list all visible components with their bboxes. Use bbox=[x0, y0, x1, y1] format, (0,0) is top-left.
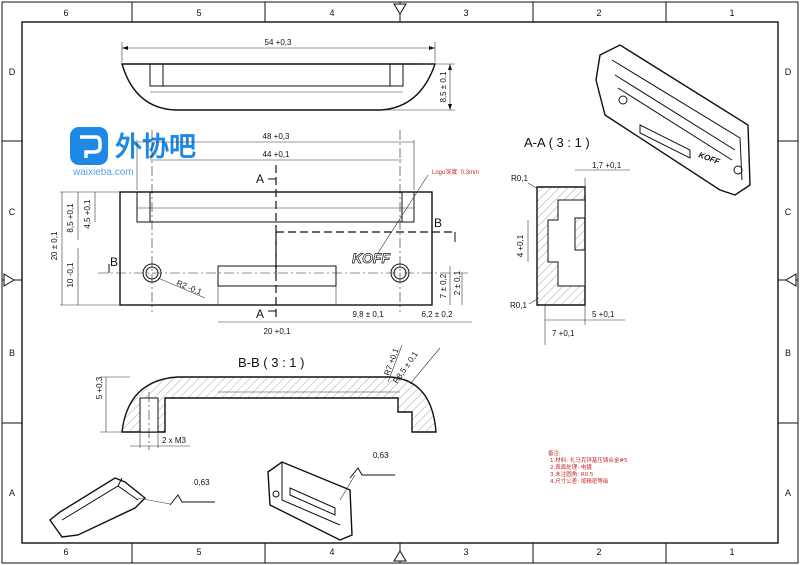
section-aa-view: A-A ( 3 : 1 ) 1,7 +0,1 R0,1 R0,1 4 +0,1 … bbox=[510, 135, 630, 345]
front-dim-4-5: 4,5 +0,1 bbox=[83, 199, 92, 229]
front-brand-logo: KOFF bbox=[352, 250, 391, 266]
col-label-1: 1 bbox=[729, 8, 734, 18]
col-label-3-bottom: 3 bbox=[463, 547, 468, 557]
front-dim-44: 44 +0,1 bbox=[263, 150, 290, 159]
top-width-dimension: 54 +0,3 bbox=[265, 38, 292, 47]
aa-dim-7: 7 +0,1 bbox=[552, 329, 575, 338]
col-label-5: 5 bbox=[196, 8, 201, 18]
notes-line-3: 3.未注圆角: R0.5 bbox=[550, 470, 594, 478]
front-dim-2: 2 ± 0,1 bbox=[453, 270, 462, 295]
front-dim-20-height: 20 ± 0,1 bbox=[50, 231, 59, 260]
row-label-b: B bbox=[9, 348, 15, 358]
top-height-dimension: 8,5 ± 0,1 bbox=[439, 71, 448, 103]
watermark-brand-text: 外协吧 bbox=[115, 132, 196, 163]
row-label-b-right: B bbox=[785, 348, 791, 358]
aa-dim-5: 5 +0,1 bbox=[592, 310, 615, 319]
isometric-view-bottom-right: 0,63 bbox=[267, 451, 395, 541]
watermark-url: waixieba.com bbox=[72, 167, 134, 178]
section-aa-title: A-A ( 3 : 1 ) bbox=[524, 135, 590, 150]
notes-line-1: 1.材料: 扎马克锌基压铸合金#5 bbox=[550, 456, 628, 464]
row-label-d-right: D bbox=[785, 67, 792, 77]
bb-thread-callout: 2 x M3 bbox=[162, 436, 187, 445]
front-dim-20-width: 20 +0,1 bbox=[264, 327, 291, 336]
bb-dim-5: 5 +0,3 bbox=[95, 376, 104, 399]
section-b-marker-right: B bbox=[434, 216, 442, 230]
aa-dim-4: 4 +0,1 bbox=[516, 234, 525, 257]
section-b-marker-left: B bbox=[110, 255, 118, 269]
col-label-6-bottom: 6 bbox=[63, 547, 68, 557]
col-label-5-bottom: 5 bbox=[196, 547, 201, 557]
top-view: 54 +0,3 8,5 ± 0,1 bbox=[121, 38, 455, 111]
row-label-a: A bbox=[9, 488, 15, 498]
watermark-logo: 外协吧 waixieba.com bbox=[70, 127, 196, 178]
isometric-view-bottom-left: 0,63 bbox=[49, 477, 215, 538]
logo-depth-note: Logo深度: 0.3mm bbox=[432, 168, 479, 176]
isometric-view-top: KOFF bbox=[595, 44, 751, 196]
iso-brand-logo: KOFF bbox=[697, 150, 722, 166]
col-label-6: 6 bbox=[63, 8, 68, 18]
col-label-2-bottom: 2 bbox=[596, 547, 601, 557]
notes-heading: 备注: bbox=[548, 449, 561, 457]
front-dim-7: 7 ± 0,2 bbox=[439, 273, 448, 298]
roughness-right: 0,63 bbox=[373, 451, 389, 460]
roughness-left: 0,63 bbox=[194, 478, 210, 487]
section-bb-view: B-B ( 3 : 1 ) 5 +0,3 2 x M3 R7 +0,1 R8,5… bbox=[95, 344, 441, 450]
section-a-marker-top: A bbox=[256, 172, 264, 186]
col-label-3: 3 bbox=[463, 8, 468, 18]
watermark-icon bbox=[70, 127, 108, 165]
front-dim-9-8: 9,8 ± 0,1 bbox=[352, 310, 384, 319]
row-label-a-right: A bbox=[785, 488, 791, 498]
col-label-2: 2 bbox=[596, 8, 601, 18]
front-view: A A B B KOFF Logo深度: 0.3mm 48 +0,3 44 +0… bbox=[50, 130, 479, 336]
aa-dim-1-7: 1,7 +0,1 bbox=[592, 161, 622, 170]
front-dim-48: 48 +0,3 bbox=[263, 132, 290, 141]
front-dim-8-5: 8,5 +0,1 bbox=[66, 203, 75, 233]
row-label-c: C bbox=[9, 207, 16, 217]
row-label-d: D bbox=[9, 67, 16, 77]
col-label-1-bottom: 1 bbox=[729, 547, 734, 557]
aa-radius-bottom: R0,1 bbox=[510, 301, 527, 310]
section-bb-title: B-B ( 3 : 1 ) bbox=[238, 355, 304, 370]
notes-line-2: 2.表面处理: 电镀 bbox=[550, 463, 592, 471]
front-radius-r2: R2 -0,1 bbox=[175, 279, 203, 297]
section-a-marker-bottom: A bbox=[256, 307, 264, 321]
front-dim-6-2: 6,2 ± 0,2 bbox=[421, 310, 453, 319]
aa-radius-top: R0,1 bbox=[511, 174, 528, 183]
row-label-c-right: C bbox=[785, 207, 792, 217]
col-label-4-bottom: 4 bbox=[329, 547, 334, 557]
technical-notes: 备注: 1.材料: 扎马克锌基压铸合金#5 2.表面处理: 电镀 3.未注圆角:… bbox=[548, 449, 628, 485]
notes-line-4: 4.尺寸公差: 按精密等级 bbox=[550, 477, 609, 485]
front-dim-10: 10 -0,1 bbox=[66, 262, 75, 287]
col-label-4: 4 bbox=[329, 8, 334, 18]
